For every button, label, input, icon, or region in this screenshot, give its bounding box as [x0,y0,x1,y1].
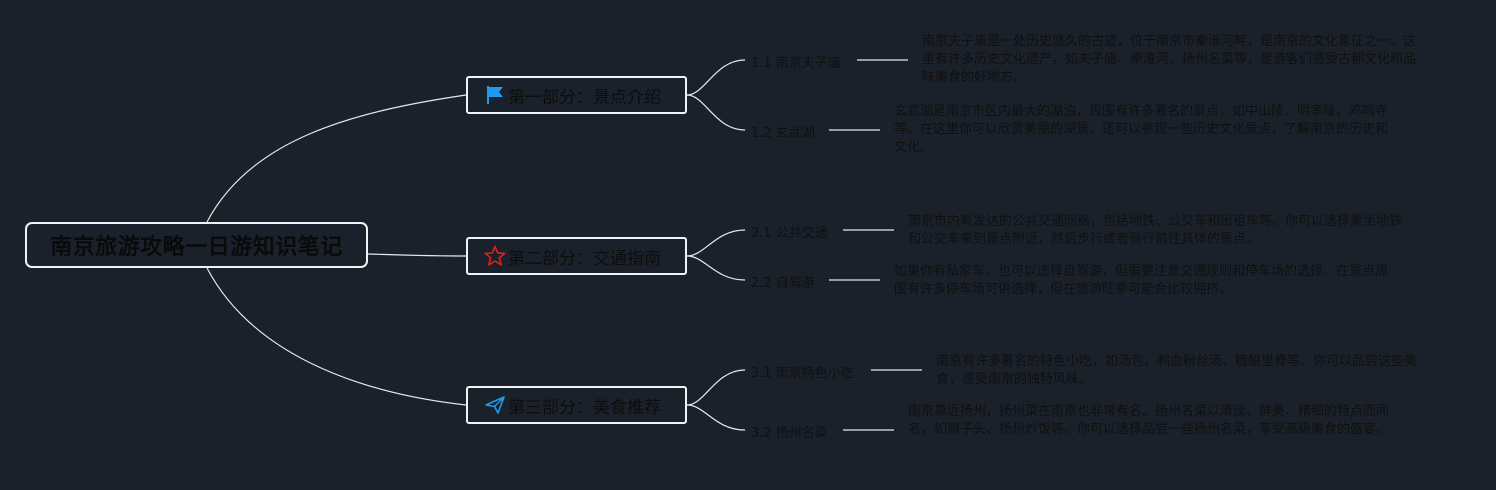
subtopic-2-1[interactable]: 2.1 公共交通 [751,226,828,241]
connector-branch-1-item-2 [686,94,746,131]
branch-label: 第二部分：交通指南 [508,248,661,269]
description-3-1[interactable]: 南京有许多著名的特色小吃，如汤包、鸭血粉丝汤、糖醋里脊等。你可以品尝这些美食，感… [936,354,1418,387]
connector-branch-3-item-2 [686,404,746,431]
branch-topic-1[interactable]: 第一部分：景点介绍 [466,76,687,114]
root-title: 南京旅游攻略一日游知识笔记 [50,235,343,260]
branch-label: 第一部分：景点介绍 [508,87,661,108]
branch-topic-2[interactable]: 第二部分：交通指南 [466,237,687,275]
flag-icon [484,84,506,106]
root-topic[interactable]: 南京旅游攻略一日游知识笔记 [25,222,368,268]
connector-branch-3-item-1 [686,369,746,406]
description-2-1[interactable]: 南京市内有发达的公共交通网络，包括地铁、公交车和出租车等。你可以选择乘坐地铁和公… [908,214,1403,247]
description-1-2[interactable]: 玄武湖是南京市区内最大的湖泊，周围有许多著名的景点，如中山陵、明孝陵、鸡鸣寺等。… [894,104,1389,155]
connector-root-branch-3 [206,267,467,406]
subtopic-3-2[interactable]: 3.2 扬州名菜 [751,426,828,441]
branch-topic-3[interactable]: 第三部分：美食推荐 [466,386,687,424]
subtopic-1-2[interactable]: 1.2 玄武湖 [751,126,815,141]
connector-root-branch-1 [206,94,467,223]
connector-branch-2-item-2 [686,255,746,281]
branch-label: 第三部分：美食推荐 [508,397,661,418]
description-1-1[interactable]: 南京夫子庙是一处历史悠久的古迹，位于南京市秦淮河畔，是南京的文化象征之一。这里有… [922,34,1417,85]
description-3-2[interactable]: 南京靠近扬州，扬州菜在南京也非常有名。扬州名菜以清淡、鲜美、精细的特点而闻名，如… [908,404,1390,437]
connector-root-branch-2 [367,253,467,257]
subtopic-2-2[interactable]: 2.2 自驾游 [751,276,815,291]
subtopic-3-1[interactable]: 3.1 南京特色小吃 [751,366,854,381]
connector-branch-2-item-1 [686,229,746,257]
star-icon [484,245,506,267]
paper-plane-icon [484,394,506,416]
connector-branch-1-item-1 [686,59,746,96]
subtopic-1-1[interactable]: 1.1 南京夫子庙 [751,56,841,71]
description-2-2[interactable]: 如果你有私家车，也可以选择自驾游，但需要注意交通规则和停车场的选择。在景点周围有… [894,264,1389,297]
